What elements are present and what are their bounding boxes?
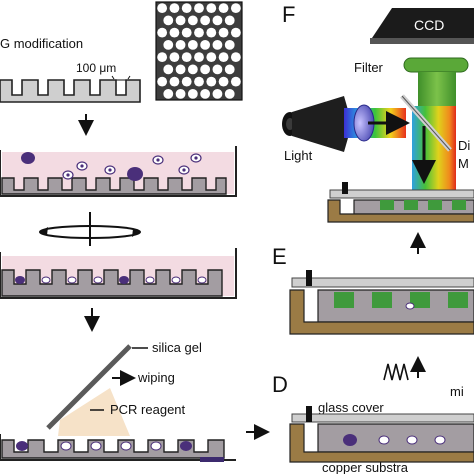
panel-e-post-pcr-chip: [289, 270, 474, 335]
panel-f-detection-setup: CCD Filter Light Di M: [282, 8, 474, 223]
microwell: [212, 39, 223, 50]
microwell: [206, 3, 217, 14]
microwell: [169, 76, 180, 87]
clamp-screw: [342, 182, 348, 194]
microwell: [230, 52, 241, 63]
thermal-cycle-icon: [383, 363, 409, 381]
microwell: [218, 76, 229, 87]
step-a-chip-profile: G modification 100 μm: [0, 36, 141, 103]
microwell: [200, 64, 211, 75]
pitch-label: 100 μm: [76, 61, 116, 75]
microwell: [187, 88, 198, 99]
microwell: [200, 88, 211, 99]
microwell: [224, 88, 235, 99]
glass-cover-d: [291, 413, 474, 423]
glass-cover-e: [291, 277, 474, 288]
microwell: [181, 76, 192, 87]
microwell: [224, 64, 235, 75]
panel-label-d: D: [272, 372, 288, 397]
modification-label: G modification: [0, 36, 83, 51]
microwell: [206, 27, 217, 38]
microwell: [200, 39, 211, 50]
microwell: [157, 76, 168, 87]
microwell: [212, 64, 223, 75]
microwell: [224, 15, 235, 26]
microwell: [175, 39, 186, 50]
copper-substrate-f: [327, 199, 474, 223]
pcr-reagent-label: PCR reagent: [110, 402, 186, 417]
chip-wiped: [1, 439, 225, 459]
microwell: [212, 15, 223, 26]
microwell: [194, 52, 204, 63]
microwell: [224, 39, 235, 50]
microwell: [218, 3, 229, 14]
microwell: [169, 3, 180, 14]
microwell: [194, 27, 204, 38]
silica-gel-label: silica gel: [152, 340, 202, 355]
microwell: [163, 15, 174, 26]
bead: [21, 152, 35, 164]
microwell: [175, 88, 186, 99]
silica-gel-blade: [46, 344, 132, 430]
dichroic-label-partial: Di: [458, 138, 470, 153]
light-source-icon: [282, 96, 352, 152]
filter-label: Filter: [354, 60, 384, 75]
step-b-reagent-loading: [0, 146, 237, 197]
microwell: [218, 52, 229, 63]
chip-after-spin: [1, 269, 223, 297]
rotation-arrow-icon: [39, 212, 141, 246]
microwell: [187, 39, 198, 50]
microwell: [157, 52, 168, 63]
microwell: [194, 3, 204, 14]
microwell: [169, 27, 180, 38]
panel-label-f: F: [282, 2, 295, 27]
microwell: [218, 27, 229, 38]
microwell: [163, 88, 174, 99]
microwell: [230, 27, 241, 38]
chip-cross-section: [0, 79, 141, 103]
ccd-camera-icon: CCD: [370, 8, 474, 44]
pcr-reagent-drop: [58, 388, 130, 436]
microwell: [163, 39, 174, 50]
microwell: [187, 15, 198, 26]
microwell: [187, 64, 198, 75]
microwell: [175, 64, 186, 75]
step-c-centrifuged-chip: [0, 248, 237, 299]
mineral-oil-label-partial: mi: [450, 384, 464, 399]
light-label: Light: [284, 148, 313, 163]
emission-filter: [403, 57, 469, 73]
microwell: [194, 76, 204, 87]
microwell: [212, 88, 223, 99]
glass-cover-label: glass cover: [318, 400, 384, 415]
panel-label-e: E: [272, 244, 287, 269]
microwell: [206, 76, 217, 87]
step-wiping: silica gel wiping PCR reagent: [0, 340, 236, 462]
microwell-array-top-view: [155, 1, 243, 101]
microwell-grid: [157, 3, 241, 99]
microwell: [157, 3, 168, 14]
microwell: [200, 15, 211, 26]
microwell: [181, 3, 192, 14]
microwell: [230, 3, 241, 14]
mirror-label-partial: M: [458, 156, 469, 171]
microwell: [230, 76, 241, 87]
microwell: [175, 15, 186, 26]
microwell: [169, 52, 180, 63]
microwell: [181, 27, 192, 38]
emission-beam-green: [418, 72, 456, 106]
microwell: [157, 27, 168, 38]
chip-in-reagent: [1, 177, 227, 195]
copper-substrate-d: [289, 423, 474, 463]
bead: [127, 167, 143, 181]
microwell: [163, 64, 174, 75]
ccd-label: CCD: [414, 17, 444, 33]
copper-substrate-label: copper substra: [322, 460, 409, 474]
wiping-label: wiping: [137, 370, 175, 385]
copper-substrate-e: [289, 289, 474, 335]
panel-d-sealed-chip: glass cover mi copper substra: [289, 384, 474, 474]
microwell: [206, 52, 217, 63]
glass-cover-f: [329, 189, 474, 199]
microwell: [181, 52, 192, 63]
